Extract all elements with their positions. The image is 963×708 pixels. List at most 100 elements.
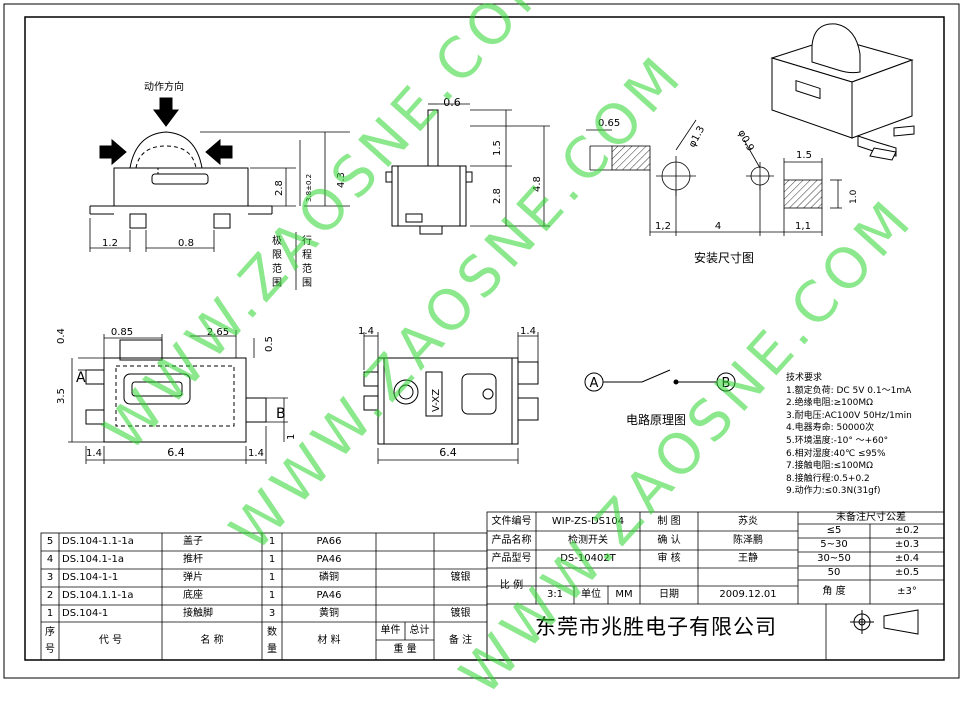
svg-text:范: 范 [302,262,312,275]
bom-material: 黄铜 [319,607,339,619]
top-view-dimensions [68,330,288,464]
header-total: 总计 [409,625,430,636]
terminal-a-label: A [76,370,86,386]
bom-qty: 1 [268,572,276,583]
dim-2-8: 2.8 [274,180,285,196]
spec-item: 4.电器寿命: 50000次 [786,423,875,434]
bottom-view-dimensions [363,332,539,464]
dim-4-3: 4.3 [336,172,347,188]
dim-0-65: 0.65 [598,118,620,129]
product-name-label: 产品名称 [491,534,532,546]
header-code: 代 号 [98,635,123,646]
spec-item: 3.耐电压:AC100V 50Hz/1min [786,410,912,421]
spec-item: 9.动作力:≤0.3N(31gf) [786,486,881,497]
circuit-title: 电路原理图 [626,412,686,427]
dim-1-5: 1.5 [492,140,503,156]
dim-6-4b: 6.4 [439,446,457,459]
bom-note [434,533,487,551]
install-title: 安装尺寸图 [694,250,754,265]
drawing-sheet: 动作方向 1.2 0.8 2.8 3.8±0.2 4.3 极 限 范 围 行 程… [3,3,960,679]
header-material: 材 料 [317,635,341,646]
bom-code: DS.104-1 [62,607,109,619]
front-dimensions [89,131,350,252]
bom-code: DS.104.1-1a [62,554,124,565]
svg-text:行: 行 [302,234,312,247]
company-name: 东莞市兆胜电子有限公司 [535,615,777,639]
bom-no: 2 [46,590,54,601]
dim-1: 1 [286,434,297,440]
tolerance-range: ≤5 [826,525,842,536]
knob-mark: V-XZ [431,389,442,412]
approved-label: 审 核 [657,553,681,564]
dim-1-4b: 1.4 [248,448,264,459]
dim-4: 4 [715,221,721,232]
bom-name: 盖子 [183,536,203,547]
header-weight: 重 量 [393,644,417,655]
bom-code: DS.104-1-1 [62,572,119,583]
outer-border [3,3,960,679]
tolerance-title: 未备注尺寸公差 [836,512,906,523]
tolerance-range: 50 [827,567,841,578]
header-note: 备 注 [448,635,473,646]
svg-text:范: 范 [272,262,282,275]
product-model: DS-10402T [560,553,616,564]
dim-1-2b: 1,2 [655,221,671,232]
bom-code: DS.104-1.1-1a [62,536,134,547]
table-grid [40,511,945,661]
bottom-view [363,357,539,445]
bom-qty: 3 [268,607,276,619]
scale-label: 比 例 [499,580,524,591]
tolerance-value: ±0.4 [894,553,920,564]
dim-0-85: 0.85 [111,327,133,338]
doc-no: WIP-ZS-DS104 [551,515,625,527]
bom-no: 4 [46,554,54,565]
drawn-label: 制 图 [657,515,681,527]
tables: 5 DS.104-1.1-1a 盖子 1 PA66 4 DS.104.1-1a … [45,512,920,655]
action-direction-label: 动作方向 [144,80,184,93]
bom-qty: 1 [268,536,276,547]
bom-name: 底座 [183,590,203,601]
date: 2009.12.01 [719,589,777,600]
bom-no: 3 [46,572,54,583]
spec-item: 2.绝缘电阻:≥100MΩ [786,398,873,409]
stroke-limit-vertical: 极 限 范 围 [272,234,282,289]
technical-requirements: 技术要求 1.额定负荷: DC 5V 0.1～1mA 2.绝缘电阻:≥100MΩ… [786,372,912,498]
tolerance-value: ±0.5 [894,567,920,578]
dim-4-8: 4.8 [532,176,543,192]
header-unit: 单件 [380,625,401,636]
circuit-diagram [584,369,736,392]
unit: MM [615,589,633,600]
bom-name: 接触脚 [183,607,213,619]
circuit-a: A [590,376,599,391]
bom-material: PA66 [316,536,342,547]
tolerance-range: 5~30 [820,539,848,550]
doc-no-label: 文件编号 [491,515,532,527]
bom-no: 5 [46,536,54,547]
approved-by: 王静 [738,553,758,564]
terminal-b-label: B [276,406,286,422]
date-label: 日期 [659,589,679,600]
bom-name: 推杆 [183,554,203,565]
dim-1-4d: 1.4 [520,326,536,337]
dim-1-0: 1.0 [849,189,859,204]
header-qty-2: 量 [267,643,277,655]
dim-6-4a: 6.4 [167,446,185,459]
front-view [89,131,273,229]
action-arrows [99,97,233,166]
bom-code: DS.104.1.1-1a [62,590,134,601]
svg-text:围: 围 [302,277,312,289]
dim-1-4c: 1.4 [358,326,374,337]
header-no-2: 号 [45,643,55,655]
dim-1-1: 1,1 [795,221,811,232]
dim-0-6: 0.6 [443,96,461,109]
travel-range-vertical: 行 程 范 围 [302,234,312,289]
circuit-b: B [722,376,731,391]
unit-label: 单位 [581,589,601,600]
specs-title: 技术要求 [786,373,823,383]
dim-0-8: 0.8 [178,238,194,249]
bom-note: 镀银 [450,607,471,619]
bom-note [434,587,487,605]
dim-3-8: 3.8±0.2 [305,174,313,202]
bom-note: 镀银 [450,572,471,583]
tolerance-value: ±3° [897,586,917,597]
